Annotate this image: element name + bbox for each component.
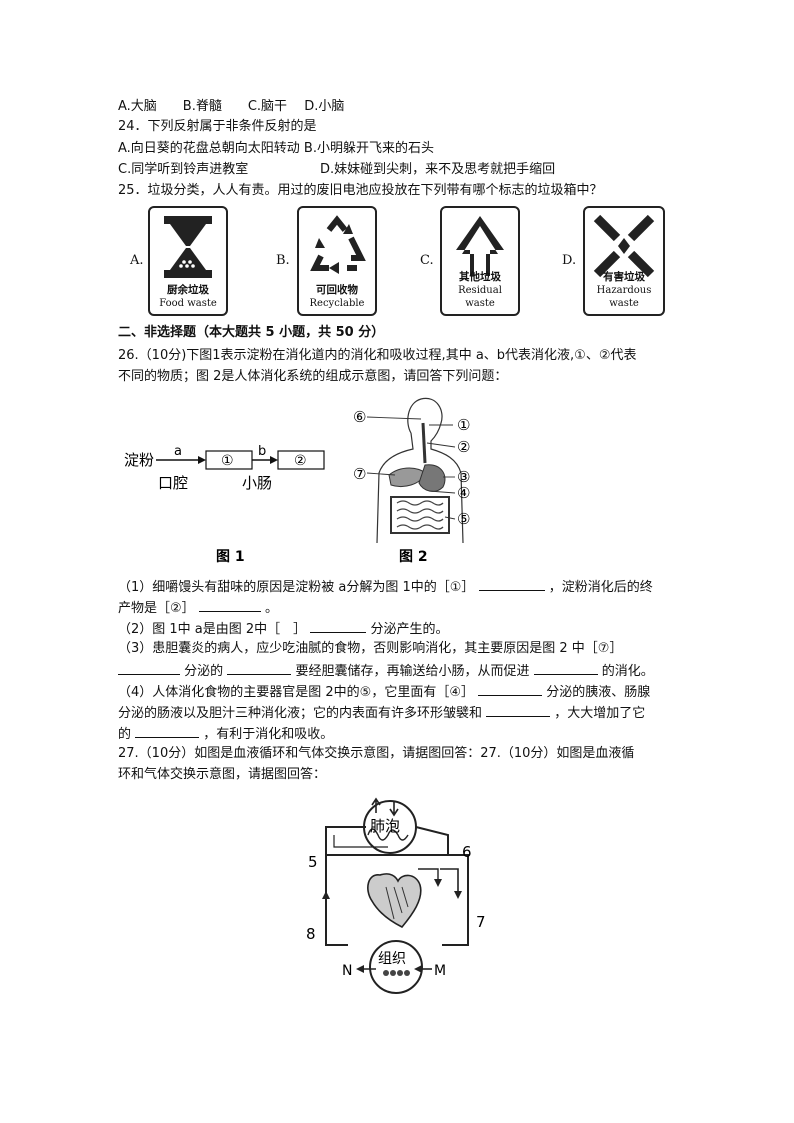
q26-s2-text-b: 分泌产生的。 — [370, 622, 449, 637]
q26-sub4-line3: 的 ，有利于消化和吸收。 — [118, 723, 333, 745]
q25-stem: 25．垃圾分类，人人有责。用过的废旧电池应投放在下列带有哪个标志的垃圾箱中？ — [118, 183, 603, 198]
fig2-label-2: ② — [457, 438, 470, 456]
answer-blank[interactable] — [135, 723, 200, 738]
q26-s4-text-f: ，有利于消化和吸收。 — [203, 727, 334, 742]
q27-stem-line1: 27.（10分）如图是血液循环和气体交换示意图，请据图回答：27.（10分）如图… — [118, 746, 635, 761]
bin-d-letter: D. — [562, 253, 577, 268]
bin-b-recyclable: 可回收物 Recyclable — [297, 206, 377, 316]
q24-option-c: C.同学听到铃声进教室 — [118, 162, 249, 177]
fig1-box1: ① — [221, 453, 234, 469]
answer-blank[interactable] — [198, 597, 261, 612]
q23-options: A.大脑 B.脊髓 C.脑干 D.小脑 — [118, 99, 345, 114]
section-2-heading: 二、非选择题（本大题共 5 小题，共 50 分） — [118, 325, 385, 340]
q26-sub2: （2）图 1中 a是由图 2中［ ］ 分泌产生的。 — [118, 618, 448, 640]
q26-s4-text-c: 分泌的肠液以及胆汁三种消化液；它的内表面有许多环形皱襞和 — [118, 706, 483, 721]
q26-sub1-line1: （1）细嚼馒头有甜味的原因是淀粉被 a分解为图 1中的［①］ ，淀粉消化后的终 — [118, 576, 653, 598]
bin-a-food-waste: 厨余垃圾 Food waste — [148, 206, 228, 316]
q27-stem-line2: 环和气体交换示意图，请据图回答： — [118, 767, 327, 782]
residual-waste-icon — [456, 216, 504, 276]
fig27-label-M: M — [434, 963, 446, 979]
q26-sub4-line1: （4）人体消化食物的主要器官是图 2中的⑤，它里面有［④］ 分泌的胰液、肠腺 — [118, 681, 650, 703]
q26-s4-text-d: ，大大增加了它 — [554, 706, 646, 721]
q26-sub1-line2: 产物是［②］ 。 — [118, 597, 278, 619]
bin-c-residual-waste: 其他垃圾 Residual waste — [440, 206, 520, 316]
q26-s4-text-e: 的 — [118, 727, 132, 742]
fig2-caption: 图 2 — [399, 549, 428, 565]
q26-stem-line1: 26.（10分)下图1表示淀粉在消化道内的消化和吸收过程,其中 a、b代表消化液… — [118, 348, 637, 363]
q26-sub4-line2: 分泌的肠液以及胆汁三种消化液；它的内表面有许多环形皱襞和 ，大大增加了它 — [118, 702, 645, 724]
hazardous-waste-icon — [593, 214, 655, 278]
figure-2-digestive-system: ⑥ ① ② ⑦ ③ ④ ⑤ 图 2 — [353, 397, 470, 565]
q26-s1-text-c: 产物是［②］ — [118, 601, 195, 616]
bin-d-en: Hazardous waste — [596, 285, 652, 309]
fig27-label-6: 6 — [462, 843, 472, 861]
q26-s3-text-c: 要经胆囊储存，再输送给小肠，从而促进 — [295, 664, 530, 679]
recycle-icon — [310, 215, 366, 274]
q26-s1-text-b: ，淀粉消化后的终 — [548, 580, 653, 595]
q26-s4-text-b: 分泌的胰液、肠腺 — [546, 685, 651, 700]
bin-c-letter: C. — [420, 253, 434, 268]
figure-1-starch-digestion: 淀粉 a ① b ② 口腔 小肠 图 1 — [124, 444, 325, 565]
fig2-label-6: ⑥ — [353, 408, 366, 426]
bin-c-zh: 其他垃圾 — [459, 271, 501, 283]
fig2-label-5: ⑤ — [457, 510, 470, 528]
bin-b-zh: 可回收物 — [316, 284, 358, 296]
answer-blank[interactable] — [310, 618, 367, 633]
q24-option-d: D.妹妹碰到尖刺，来不及思考就把手缩回 — [320, 162, 556, 177]
fig27-label-7: 7 — [476, 913, 486, 931]
bin-b-en: Recyclable — [309, 298, 365, 309]
fig2-label-4: ④ — [457, 484, 470, 502]
q26-sub3-line1: （3）患胆囊炎的病人，应少吃油腻的食物，否则影响消化，其主要原因是图 2 中［⑦… — [118, 641, 623, 656]
answer-blank[interactable] — [227, 660, 292, 675]
bin-d-hazardous-waste: 有害垃圾 Hazardous waste — [583, 206, 665, 316]
q26-s1-text-d: 。 — [264, 601, 278, 616]
fig1-label-b: b — [258, 444, 266, 459]
bin-a-letter: A. — [130, 253, 144, 268]
fig27-label-5: 5 — [308, 853, 318, 871]
q26-stem-line2: 不同的物质；图 2是人体消化系统的组成示意图，请回答下列问题： — [118, 369, 508, 384]
fig1-label-a: a — [174, 444, 182, 459]
q26-s4-text-a: （4）人体消化食物的主要器官是图 2中的⑤，它里面有［④］ — [118, 685, 474, 700]
figure-blood-circulation: 肺泡 组织 5 6 7 8 N M — [306, 797, 486, 994]
food-waste-icon — [164, 216, 212, 278]
q26-sub3-line2: 分泌的 要经胆囊储存，再输送给小肠，从而促进 的消化。 — [118, 660, 654, 682]
fig1-starch-label: 淀粉 — [124, 451, 154, 469]
fig27-alveoli-label: 肺泡 — [370, 817, 400, 835]
answer-blank[interactable] — [478, 576, 545, 591]
fig1-small-intestine-label: 小肠 — [242, 474, 272, 492]
fig1-mouth-label: 口腔 — [158, 474, 188, 492]
answer-blank[interactable] — [486, 702, 551, 717]
answer-blank[interactable] — [533, 660, 598, 675]
fig2-label-1: ① — [457, 416, 470, 434]
answer-blank[interactable] — [478, 681, 543, 696]
fig2-label-3: ③ — [457, 468, 470, 486]
q26-s2-text-a: （2）图 1中 a是由图 2中［ ］ — [118, 622, 307, 637]
answer-blank[interactable] — [118, 660, 180, 675]
q24-stem: 24．下列反射属于非条件反射的是 — [118, 119, 317, 134]
q26-s1-text-a: （1）细嚼馒头有甜味的原因是淀粉被 a分解为图 1中的［①］ — [118, 580, 475, 595]
bin-c-en: Residual waste — [458, 285, 502, 309]
fig1-caption: 图 1 — [216, 549, 245, 565]
fig27-label-8: 8 — [306, 925, 316, 943]
fig27-label-N: N — [342, 963, 352, 979]
bin-b-letter: B. — [276, 253, 290, 268]
bin-d-zh: 有害垃圾 — [603, 271, 645, 283]
q26-s3-text-b: 分泌的 — [184, 664, 224, 679]
bin-a-zh: 厨余垃圾 — [167, 284, 209, 296]
fig27-tissue-label: 组织 — [378, 951, 406, 967]
fig2-label-7: ⑦ — [353, 465, 366, 483]
bin-a-en: Food waste — [159, 298, 217, 309]
fig1-box2: ② — [294, 453, 307, 469]
q26-s3-text-d: 的消化。 — [601, 664, 654, 679]
q24-options-ab: A.向日葵的花盘总朝向太阳转动 B.小明躲开飞来的石头 — [118, 141, 434, 156]
